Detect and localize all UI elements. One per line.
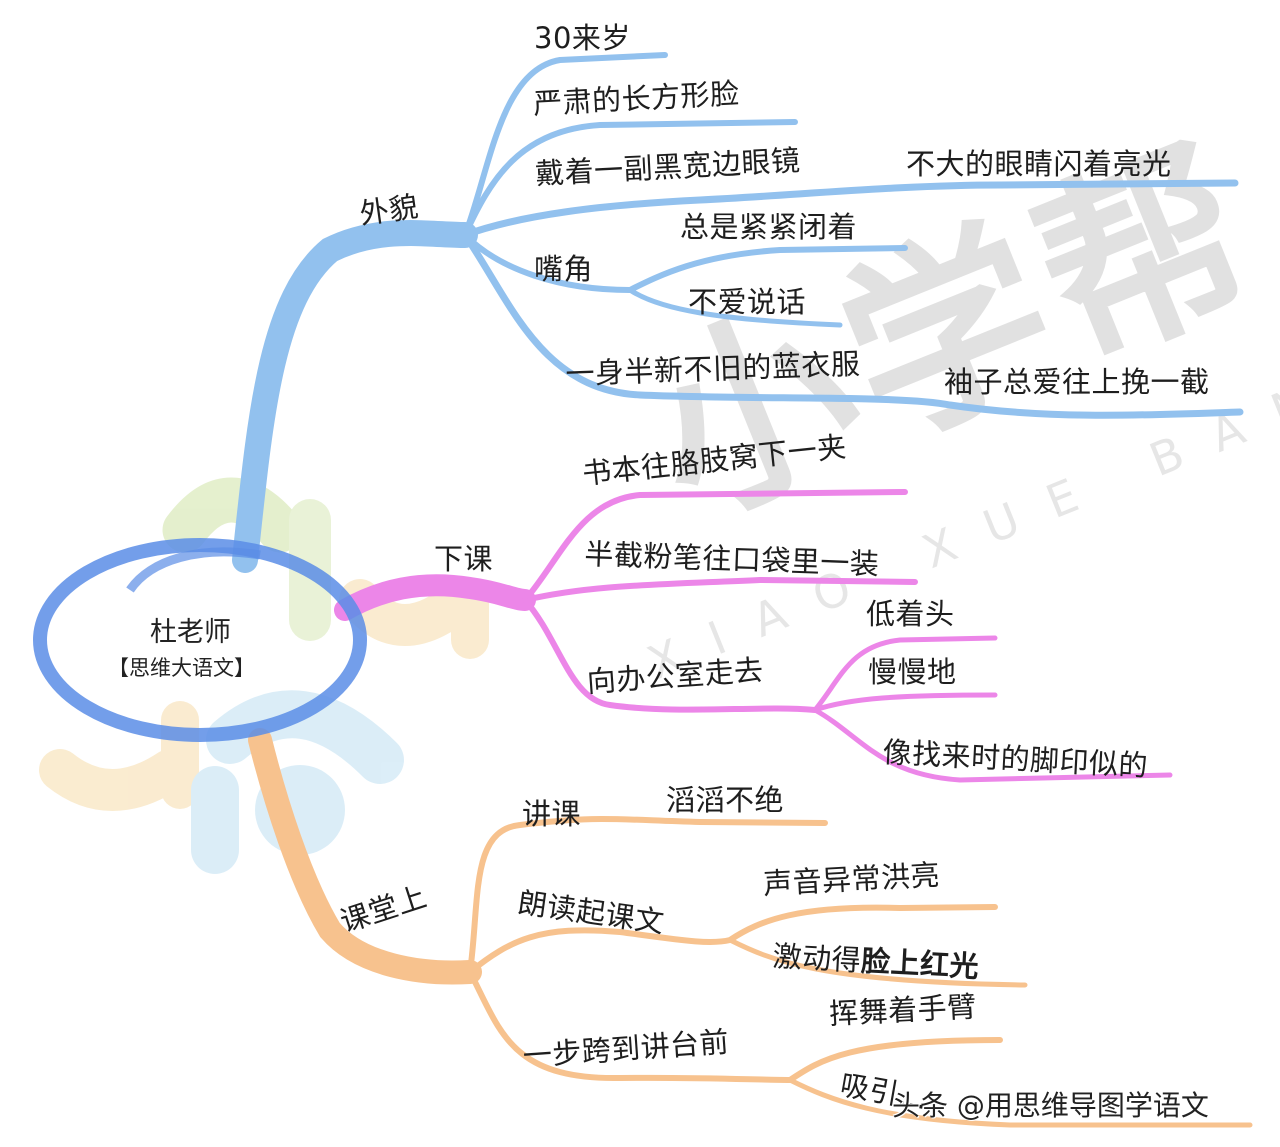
node-head-down: 低着头 [866,597,955,631]
node-quiet: 不爱说话 [688,285,807,319]
node-mouth-closed: 总是紧紧闭着 [680,210,858,244]
center-topic-subtitle: 【思维大语文】 [108,656,255,680]
node-sleeves: 袖子总爱往上挽一截 [944,365,1210,399]
node-mouth: 嘴角 [534,252,594,286]
branch-appearance-lines [232,52,1244,573]
branch-label-after-class: 下课 [434,542,494,576]
node-excited-plain: 激动得 [771,939,863,978]
branch-in-class-lines [248,728,1253,1128]
footer-watermark: 头条 @用思维导图学语文 [892,1089,1209,1122]
node-age: 30来岁 [534,21,631,55]
center-topic-title: 杜老师 [150,617,231,648]
node-eloquent: 滔滔不绝 [666,783,785,817]
node-wave-arms: 挥舞着手臂 [828,989,978,1031]
node-lecture: 讲课 [522,797,582,831]
node-eyes: 不大的眼睛闪着亮光 [906,147,1172,181]
node-slowly: 慢慢地 [868,655,957,689]
branch-after-class-lines [334,489,1173,783]
node-excited-bold: 脸上红光 [860,943,980,984]
center-ring [33,538,367,742]
branch-label-appearance: 外貌 [357,189,421,231]
